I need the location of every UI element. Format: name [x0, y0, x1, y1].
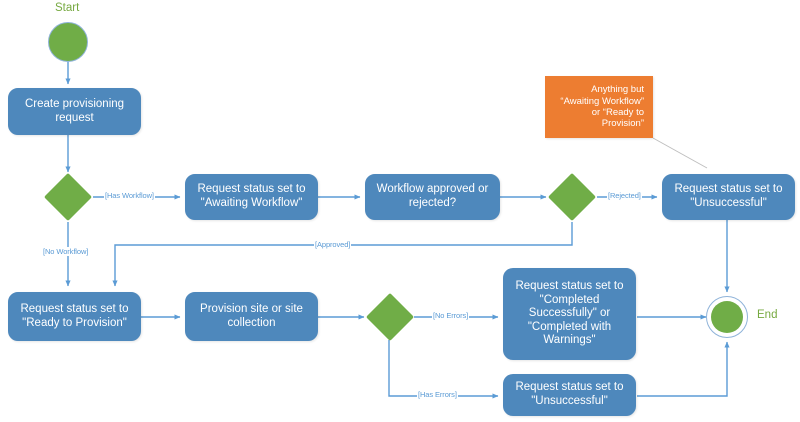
action-status-unsuccessful-top[interactable]: Request status set to "Unsuccessful": [662, 174, 795, 220]
start-node[interactable]: [48, 22, 88, 62]
edge-d3-to-unsuccessful-bottom: [388, 340, 499, 399]
edge-label-has-errors: [Has Errors]: [417, 390, 458, 399]
action-status-completed[interactable]: Request status set to "Completed Success…: [503, 268, 636, 360]
note-anything-but-status: Anything but “Awaiting Workflow” or “Rea…: [545, 76, 653, 138]
note-leader-line: [652, 137, 708, 169]
end-node[interactable]: [706, 296, 748, 338]
edge-label-no-workflow: [No Workflow]: [42, 247, 90, 256]
end-node-inner: [711, 301, 743, 333]
edge-label-approved: [Approved]: [314, 240, 352, 249]
action-create-provisioning-request[interactable]: Create provisioning request: [8, 88, 141, 135]
edge-label-rejected: [Rejected]: [607, 191, 642, 200]
action-status-unsuccessful-bottom[interactable]: Request status set to "Unsuccessful": [503, 374, 636, 416]
edge-label-has-workflow: [Has Workflow]: [104, 191, 155, 200]
start-label: Start: [55, 2, 80, 14]
edge-label-no-errors: [No Errors]: [432, 311, 470, 320]
action-status-ready-to-provision[interactable]: Request status set to "Ready to Provisio…: [8, 292, 141, 341]
action-provision-site-or-site-collection[interactable]: Provision site or site collection: [185, 292, 318, 341]
action-workflow-approved-or-rejected[interactable]: Workflow approved or rejected?: [365, 174, 500, 220]
end-label: End: [757, 309, 778, 321]
edge-unsuccessful-bottom-to-end: [637, 341, 730, 397]
action-status-awaiting-workflow[interactable]: Request status set to "Awaiting Workflow…: [185, 174, 318, 220]
